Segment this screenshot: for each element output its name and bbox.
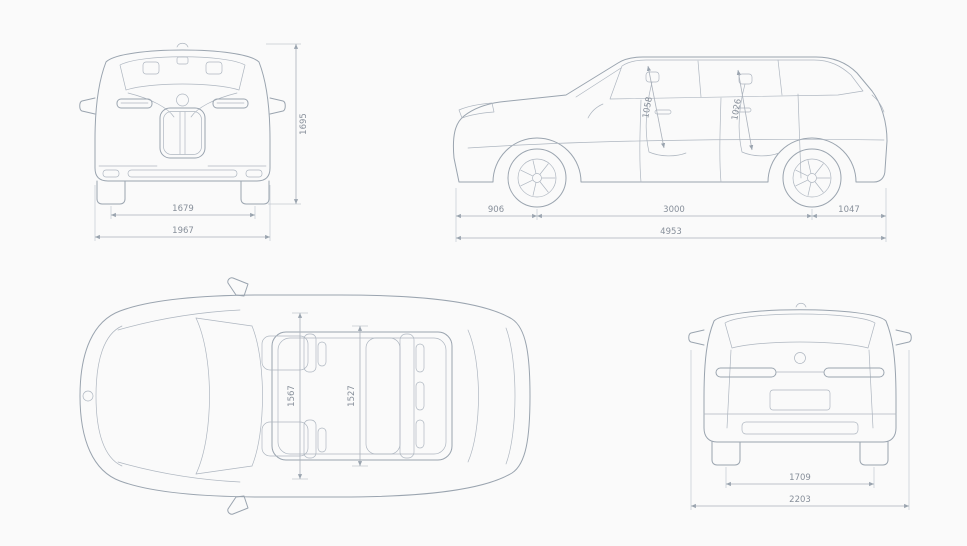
dim-rear-overhang: 1047 [838, 205, 860, 215]
front-mirror-left [79, 97, 96, 115]
rear-window [724, 313, 876, 349]
side-interior-dimensions: 1058 1026 [641, 65, 754, 151]
rear-diffuser [741, 421, 859, 435]
front-brand-roundel [176, 93, 189, 107]
side-c-pillar [777, 59, 783, 96]
side-taillight [871, 94, 885, 113]
side-door-cuts [639, 93, 802, 183]
side-b-pillar [697, 60, 702, 98]
top-panoramic-roof [271, 331, 453, 461]
rear-dimensions: 1709 2203 [690, 350, 910, 510]
dim-overall-width: 1967 [172, 226, 194, 236]
rear-antenna-fin [795, 302, 807, 308]
side-front-wheel [507, 148, 567, 208]
side-rear-wheel [782, 148, 842, 208]
side-dimensions: 906 3000 1047 4953 [455, 188, 887, 242]
side-view: 1058 1026 906 3000 1047 4953 [452, 56, 888, 242]
front-kidney-grille [159, 107, 206, 159]
rear-tailgate-cuts [726, 349, 874, 429]
front-lower-intake [127, 169, 238, 178]
front-tire-right [240, 180, 270, 205]
front-view: 1695 1679 1967 [79, 42, 309, 241]
rear-view: 1709 2203 [688, 302, 912, 510]
front-antenna-fin [176, 42, 189, 48]
top-hatch-edge [505, 327, 516, 465]
dim-overall-length: 4953 [660, 227, 682, 237]
dim-front-overhang: 906 [488, 205, 504, 215]
dim-front-headroom: 1058 [641, 96, 655, 119]
dim-rear-track: 1709 [789, 473, 811, 483]
top-windshield-cowl [195, 317, 210, 475]
top-seats [261, 333, 425, 459]
top-brand-roundel [82, 390, 94, 402]
side-steering-hint [587, 103, 604, 119]
side-character-line [467, 139, 885, 149]
front-mirror-right [269, 97, 286, 115]
top-car-outline [79, 277, 531, 515]
side-a-pillar [575, 67, 622, 98]
rear-mirror-left [688, 329, 705, 346]
front-fog-slot-right [245, 169, 263, 178]
dim-front-interior-width: 1567 [287, 385, 297, 407]
rear-taillight-right [823, 367, 885, 378]
dim-front-track: 1679 [172, 204, 194, 214]
top-hood-creases [117, 309, 241, 483]
front-hood-crease-left [127, 92, 175, 118]
top-roof-front-edge [251, 325, 263, 467]
front-hood-crease-right [190, 92, 238, 118]
top-view: 1567 1527 [79, 277, 531, 515]
front-rearview-mirror [176, 56, 189, 65]
rear-car-outline [688, 302, 912, 466]
rear-brand-roundel [794, 352, 806, 364]
dim-wheelbase: 3000 [663, 205, 685, 215]
top-a-pillars [195, 317, 253, 475]
side-rear-headrest [738, 73, 753, 85]
side-glasshouse [609, 59, 864, 100]
rear-tire-right [859, 441, 889, 466]
top-mirror-left [227, 277, 249, 297]
side-wheels [507, 148, 842, 208]
rear-taillight-left [715, 367, 777, 378]
front-headrest-right [205, 61, 223, 75]
front-dimensions: 1695 1679 1967 [94, 43, 309, 241]
side-car-outline [452, 56, 888, 183]
rear-tire-left [711, 441, 741, 466]
dim-rear-interior-width: 1527 [347, 385, 357, 407]
dim-overall-height: 1695 [299, 113, 309, 135]
front-headlight-left [116, 98, 153, 109]
top-dimensions: 1567 1527 [287, 312, 368, 480]
front-windshield [119, 56, 246, 91]
front-car-outline [79, 42, 286, 205]
dim-width-incl-mirrors: 2203 [789, 495, 811, 505]
front-headlight-right [212, 98, 249, 109]
side-headlight [458, 102, 495, 119]
front-headrest-left [142, 61, 160, 75]
side-front-headrest [645, 71, 660, 83]
rear-license-plate [769, 389, 831, 411]
top-mirror-right [227, 495, 249, 515]
top-rear-window [467, 329, 479, 463]
front-tire-left [96, 180, 126, 205]
rear-mirror-right [895, 329, 912, 346]
dim-rear-headroom: 1026 [730, 98, 744, 121]
front-fog-slot-left [102, 169, 120, 178]
top-nose-lines [95, 325, 123, 467]
